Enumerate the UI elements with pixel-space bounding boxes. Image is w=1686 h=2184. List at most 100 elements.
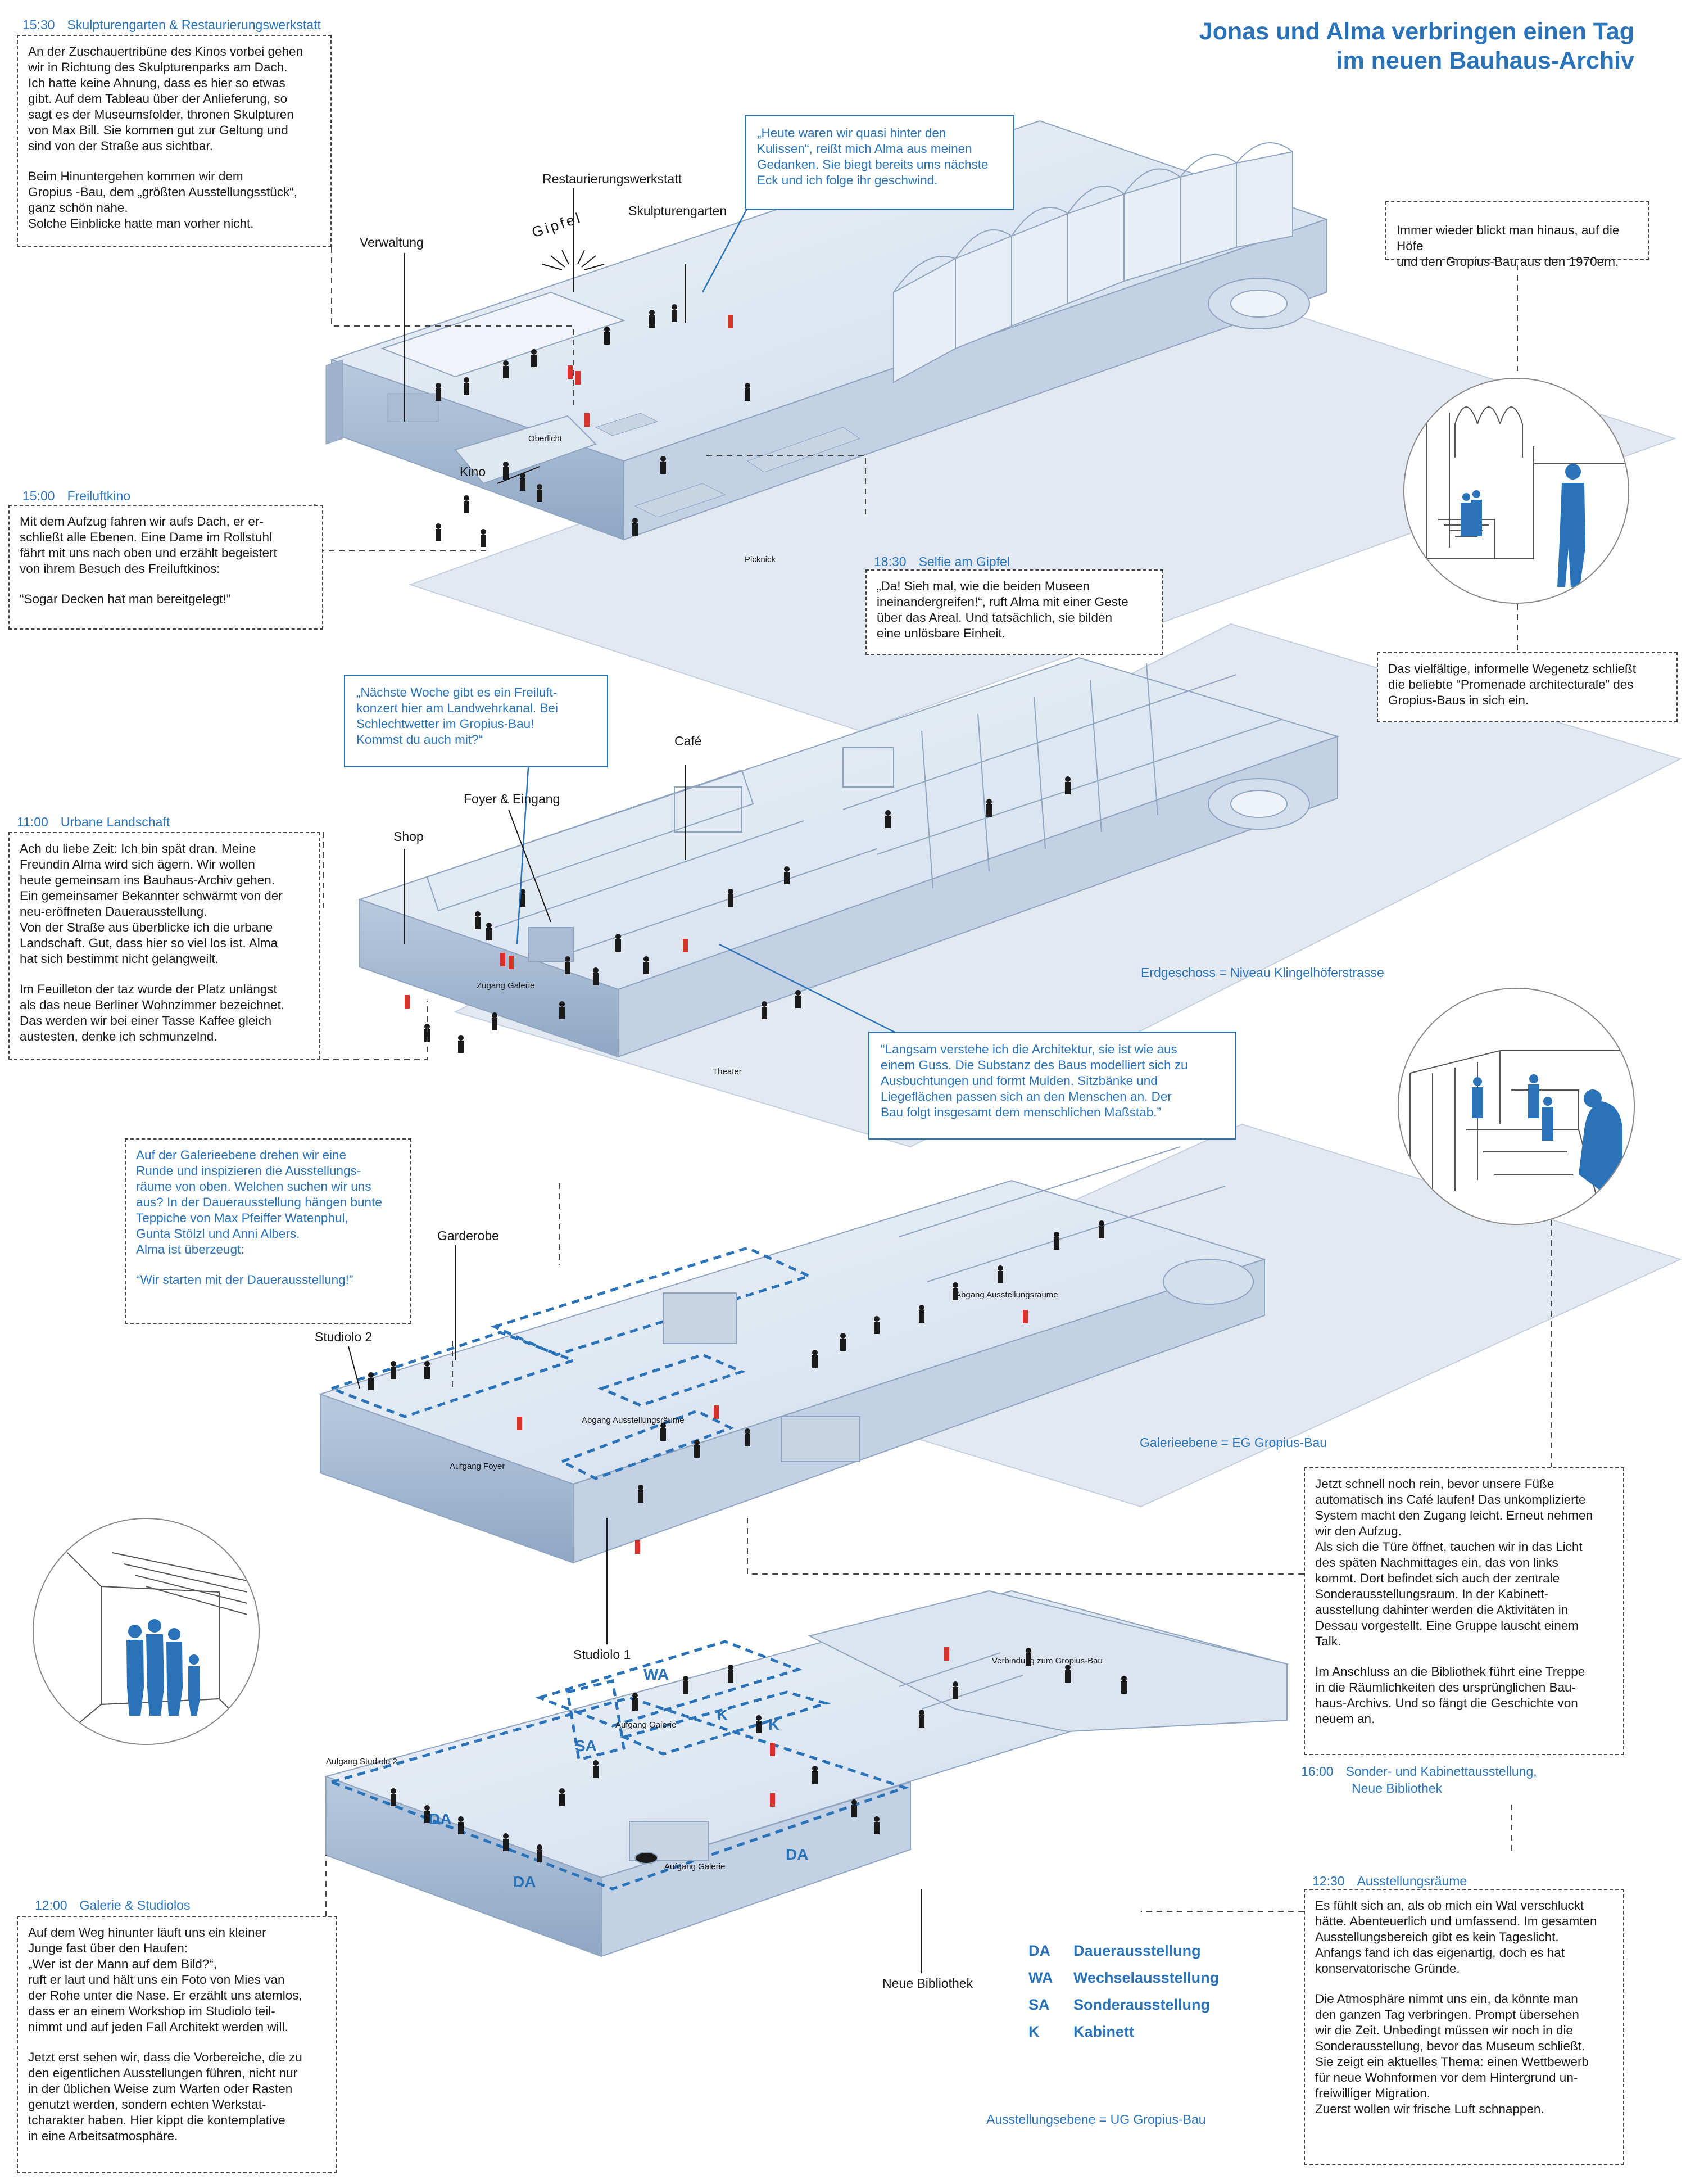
stamp-label: Freiluftkino: [67, 489, 131, 503]
label-cafe: Café: [674, 734, 702, 748]
person-head: [660, 1423, 666, 1428]
person-body: [1065, 782, 1071, 794]
person-body: [660, 1428, 666, 1441]
person-body: [885, 816, 891, 828]
title-line-2: im neuen Bauhaus-Archiv: [1336, 47, 1634, 74]
label-kino: Kino: [460, 464, 486, 479]
person-body: [745, 1434, 750, 1446]
note-paragraph: Auf der Galerieebene drehen wir eine Run…: [136, 1148, 382, 1256]
person-body: [464, 501, 469, 513]
person-body: [874, 1322, 880, 1334]
stamp-label: Sonder- und Kabinettausstellung,: [1345, 1764, 1537, 1779]
label-skulpturengarten: Skulpturengarten: [628, 204, 727, 218]
zone-k-2: K: [768, 1716, 780, 1733]
person-head: [953, 1681, 958, 1687]
person-head: [728, 1665, 733, 1670]
person-head: [458, 1035, 464, 1041]
timestamp-1830: 18:30 Selfie am Gipfel: [874, 554, 1010, 569]
stamp-time: 11:00: [17, 815, 48, 829]
label-lines: [348, 188, 922, 1973]
note-ausstellungsraeume: Es fühlt sich an, als ob mich ein Wal ve…: [1304, 1889, 1624, 2165]
bubble-architektur-guss: “Langsam verstehe ich die Architektur, s…: [868, 1032, 1236, 1140]
person-head: [424, 1805, 430, 1811]
label-studiolo-2: Studiolo 2: [315, 1330, 373, 1344]
person-body: [643, 962, 649, 974]
person-head: [953, 1282, 958, 1288]
person-head: [638, 1485, 643, 1490]
person-body: [672, 310, 677, 322]
person-head: [503, 360, 509, 366]
legend-text: Wechselausstellung: [1073, 1969, 1220, 1986]
note-paragraph: Mit dem Aufzug fahren wir aufs Dach, er …: [20, 514, 277, 576]
label-neue-bibliothek: Neue Bibliothek: [882, 1976, 973, 1991]
person-body: [874, 1822, 880, 1834]
stamp-label-2: Neue Bibliothek: [1352, 1781, 1443, 1796]
person-body: [812, 1355, 818, 1368]
person-head: [986, 799, 992, 804]
person-body: [537, 1850, 542, 1862]
note-paragraph: “Sogar Decken hat man bereitgelegt!”: [20, 592, 231, 606]
person-body: [481, 535, 486, 547]
note-paragraph: Im Anschluss an die Bibliothek führt ein…: [1315, 1665, 1585, 1726]
person-head: [559, 1001, 565, 1007]
person-head: [745, 1428, 750, 1434]
zone-da-2: DA: [513, 1873, 536, 1891]
stamp-time: 15:30: [22, 17, 55, 32]
note-paragraph: Auf dem Weg hinunter läuft uns ein klein…: [28, 1925, 302, 2034]
person-body: [537, 490, 542, 502]
stamp-time: 18:30: [874, 554, 907, 569]
person-body: [486, 928, 492, 940]
person-body: [953, 1687, 958, 1699]
note-sonderausstellung: Jetzt schnell noch rein, bevor unsere Fü…: [1304, 1467, 1624, 1755]
person-body: [683, 1681, 688, 1694]
person-body: [1121, 1681, 1127, 1694]
person-head: [919, 1305, 924, 1310]
level-label-galerieebene: Galerieebene = EG Gropius-Bau: [1140, 1435, 1327, 1450]
person-head: [851, 1799, 857, 1805]
person-body: [464, 383, 469, 395]
legend-text: Dauerausstellung: [1073, 1942, 1201, 1959]
person-body: [756, 1721, 762, 1733]
vignette-studiolo-view: [33, 1518, 260, 1745]
person-body: [638, 1490, 643, 1503]
person-body: [919, 1310, 924, 1323]
person-body: [840, 1339, 846, 1351]
stamp-time: 12:30: [1312, 1874, 1345, 1888]
legend-abbr: DA: [1028, 1942, 1050, 1959]
person-head: [694, 1440, 700, 1445]
person-head: [593, 1760, 599, 1766]
speech-lines: [516, 207, 900, 1036]
person-head: [464, 377, 469, 383]
timestamp-1600-line2: Neue Bibliothek: [1352, 1780, 1442, 1796]
label-aufgang-galerie-2: Aufgang Galerie: [664, 1862, 726, 1871]
label-studiolo-1: Studiolo 1: [573, 1647, 631, 1662]
note-wegenetz: Das vielfältige, informelle Wegenetz sch…: [1377, 652, 1678, 722]
legend-row-da: DA Dauerausstellung: [1028, 1937, 1219, 1964]
person-head: [615, 934, 621, 939]
person-body: [531, 355, 537, 367]
person-body: [660, 462, 666, 474]
stamp-label: Skulpturengarten & Restaurierungswerksta…: [67, 17, 321, 32]
gallery-level-plan: [318, 1123, 1682, 1564]
person-body: [520, 478, 525, 491]
person-body: [368, 1378, 374, 1390]
person-head: [1099, 1220, 1104, 1226]
stamp-label: Selfie am Gipfel: [918, 554, 1010, 569]
label-shop: Shop: [393, 829, 424, 844]
stamp-time: 16:00: [1301, 1764, 1334, 1779]
label-foyer-eingang: Foyer & Eingang: [464, 792, 560, 806]
note-galerie-studiolos: Auf dem Weg hinunter läuft uns ein klein…: [17, 1916, 337, 2173]
label-oberlicht: Oberlicht: [528, 434, 563, 444]
zone-da-1: DA: [429, 1810, 452, 1828]
person-head: [520, 889, 525, 894]
label-zugang-galerie: Zugang Galerie: [477, 981, 535, 991]
person-body: [812, 1771, 818, 1784]
label-aufgang-galerie-1: Aufgang Galerie: [615, 1720, 677, 1730]
person-head: [683, 1676, 688, 1681]
stamp-label: Urbane Landschaft: [60, 815, 170, 829]
